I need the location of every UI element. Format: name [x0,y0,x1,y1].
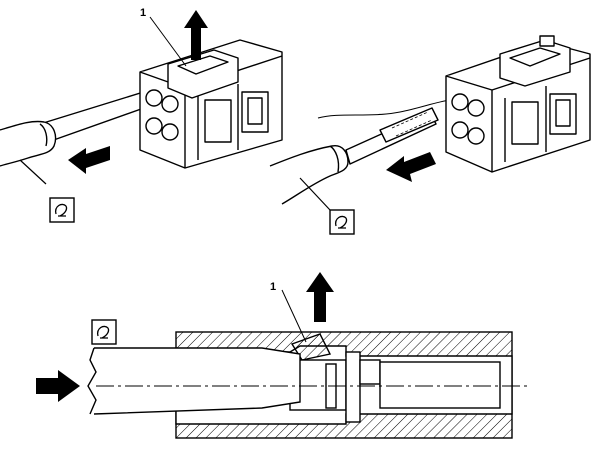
top-left-view [0,16,283,185]
push-arrow-icon-bottom [36,370,80,402]
up-arrow-icon [184,10,208,60]
connector-left [139,39,283,169]
pull-arrow-icon [386,152,436,182]
terminal [379,107,439,143]
callout-1-top: 1 [140,7,146,19]
push-arrow-icon [68,146,110,174]
tool-handle [0,120,57,167]
tool-symbol-icon-bottom [91,319,117,345]
wire [317,99,451,119]
top-right-view [269,35,591,211]
tool-symbol-icon-right [329,209,355,235]
up-arrow-icon-bottom [306,272,334,322]
callout-1-bottom: 1 [270,281,276,293]
cross-section-view [87,289,530,439]
tool-symbol-icon [49,197,75,223]
tool-handle-right [269,145,349,205]
tool-section [93,347,301,415]
connector-right [445,35,591,173]
